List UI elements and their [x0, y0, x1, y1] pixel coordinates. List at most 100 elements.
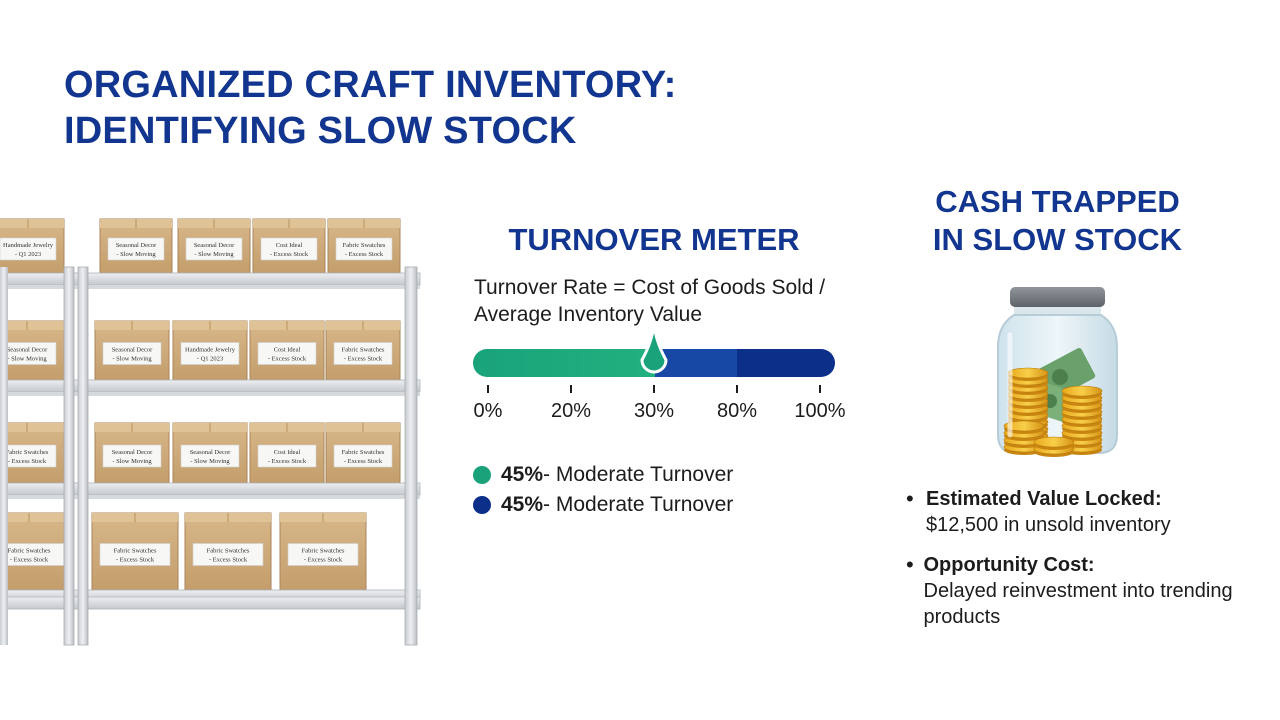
- box-label: Fabric Swatches: [302, 548, 345, 555]
- box-label: - Q1 2023: [15, 251, 41, 258]
- turnover-meter: 0% 20% 30% 80% 100%: [473, 323, 846, 422]
- shelf-board: [0, 596, 421, 610]
- shelf-board: [0, 482, 421, 496]
- bullet-label: Opportunity Cost:: [923, 554, 1095, 576]
- storage-box: Fabric Swatches - Excess Stock: [0, 422, 65, 484]
- box-label: Seasonal Decor: [194, 242, 235, 249]
- meter-tick-label: 0%: [474, 400, 503, 422]
- formula-line-2: Average Inventory Value: [474, 303, 703, 326]
- box-label: Seasonal Decor: [7, 347, 48, 354]
- box-label: - Slow Moving: [112, 356, 152, 363]
- storage-box: Seasonal Decor - Slow Moving: [99, 218, 173, 274]
- formula-line-1: Turnover Rate = Cost of Goods Sold /: [474, 276, 826, 299]
- box-label: - Excess Stock: [304, 557, 343, 564]
- meter-bar-dark-blue: [737, 349, 835, 377]
- box-label: - Slow Moving: [7, 356, 47, 363]
- box-label: Fabric Swatches: [114, 548, 157, 555]
- box-label: Seasonal Decor: [116, 242, 157, 249]
- box-label: - Excess Stock: [8, 458, 47, 465]
- storage-box: Seasonal Decor - Slow Moving: [94, 422, 170, 484]
- bullet-item: • Estimated Value Locked: $12,500 in uns…: [906, 486, 1266, 538]
- legend-text: - Moderate Turnover: [543, 493, 734, 516]
- storage-box: Cost Ideal - Excess Stock: [252, 218, 326, 274]
- box-label: - Excess Stock: [270, 251, 309, 258]
- bullet-detail: Delayed reinvestment into trending produ…: [923, 580, 1233, 628]
- box-label: - Slow Moving: [190, 458, 230, 465]
- box-label: Fabric Swatches: [343, 242, 386, 249]
- title-line-2: IDENTIFYING SLOW STOCK: [64, 110, 577, 152]
- storage-box: Seasonal Decor - Slow Moving: [0, 320, 65, 381]
- box-label: Cost Ideal: [274, 449, 301, 456]
- box-label: - Excess Stock: [344, 458, 383, 465]
- box-label: Seasonal Decor: [190, 449, 231, 456]
- shelf-frame: [0, 266, 421, 646]
- bullet-label: Estimated Value Locked:: [926, 488, 1162, 510]
- box-label: Cost Ideal: [274, 347, 301, 354]
- box-label: - Excess Stock: [116, 557, 155, 564]
- meter-needle: [640, 323, 668, 374]
- shelf-post: [63, 266, 75, 646]
- box-label: Fabric Swatches: [342, 449, 385, 456]
- box-label: - Excess Stock: [209, 557, 248, 564]
- bullet-marker: •: [906, 486, 914, 511]
- shelf-post: [77, 266, 89, 646]
- storage-box: Fabric Swatches- Excess Stock: [325, 320, 401, 381]
- meter-bar: [473, 349, 835, 377]
- storage-box: Seasonal Decor- Slow Moving: [94, 320, 170, 381]
- box-label: - Slow Moving: [194, 251, 234, 258]
- storage-box: Handmade Jewelry- Q1 2023: [0, 218, 65, 274]
- meter-bar-green: [473, 349, 655, 377]
- legend-item: 45% - Moderate Turnover: [473, 490, 733, 520]
- legend-text: - Moderate Turnover: [543, 463, 734, 486]
- box-label: - Excess Stock: [268, 356, 307, 363]
- box-label: Fabric Swatches: [342, 347, 385, 354]
- storage-box: Fabric Swatches - Excess Stock: [184, 512, 272, 591]
- box-label: Fabric Swatches: [6, 449, 49, 456]
- storage-box: Fabric Swatches - Excess Stock: [279, 512, 367, 591]
- meter-tick-label: 30%: [634, 400, 674, 422]
- cash-title-line-1: CASH TRAPPED: [935, 184, 1180, 219]
- storage-box: Handmade Jewelry- Q1 2023: [172, 320, 248, 381]
- storage-box: Fabric Swatches - Excess Stock: [325, 422, 401, 484]
- cash-bullets: • Estimated Value Locked: $12,500 in uns…: [906, 486, 1266, 644]
- box-label: Fabric Swatches: [207, 548, 250, 555]
- box-label: - Slow Moving: [112, 458, 152, 465]
- turnover-meter-title: TURNOVER METER: [508, 222, 800, 257]
- money-jar-icon: [997, 287, 1118, 457]
- coin-stacks: [1003, 367, 1103, 457]
- box-label: - Excess Stock: [10, 557, 49, 564]
- bullet-item: • Opportunity Cost: Delayed reinvestment…: [906, 552, 1266, 630]
- page-title: ORGANIZED CRAFT INVENTORY: IDENTIFYING S…: [64, 62, 677, 154]
- legend-dot-blue: [473, 496, 491, 514]
- box-label: Seasonal Decor: [112, 449, 153, 456]
- box-label: Fabric Swatches: [8, 548, 51, 555]
- box-label: - Q1 2023: [197, 356, 223, 363]
- meter-ticks: 0% 20% 30% 80% 100%: [474, 385, 846, 422]
- shelf-post: [404, 266, 418, 646]
- box-label: - Excess Stock: [268, 458, 307, 465]
- meter-bar-mid-blue: [655, 349, 737, 377]
- meter-tick-label: 80%: [717, 400, 757, 422]
- storage-box: Cost Ideal - Excess Stock: [249, 320, 325, 381]
- box-label: - Slow Moving: [116, 251, 156, 258]
- bullet-marker: •: [906, 552, 914, 577]
- storage-box: Fabric Swatches - Excess Stock: [327, 218, 401, 274]
- shelf-post: [0, 267, 8, 645]
- meter-tick-label: 20%: [551, 400, 591, 422]
- box-label: - Excess Stock: [345, 251, 384, 258]
- bullet-detail: $12,500 in unsold inventory: [926, 514, 1171, 536]
- shelf-board: [0, 379, 421, 393]
- cash-trapped-title: CASH TRAPPED IN SLOW STOCK: [910, 183, 1205, 259]
- legend-dot-green: [473, 466, 491, 484]
- meter-tick-label: 100%: [794, 400, 845, 422]
- legend-item: 45% - Moderate Turnover: [473, 460, 733, 490]
- shelf-board: [0, 272, 421, 286]
- storage-box: Cost Ideal - Excess Stock: [249, 422, 325, 484]
- cash-title-line-2: IN SLOW STOCK: [932, 222, 1183, 257]
- meter-legend: 45% - Moderate Turnover 45% - Moderate T…: [473, 460, 733, 520]
- storage-box: Seasonal Decor - Slow Moving: [172, 422, 248, 484]
- box-label: Cost Ideal: [276, 242, 303, 249]
- title-line-1: ORGANIZED CRAFT INVENTORY:: [64, 64, 677, 106]
